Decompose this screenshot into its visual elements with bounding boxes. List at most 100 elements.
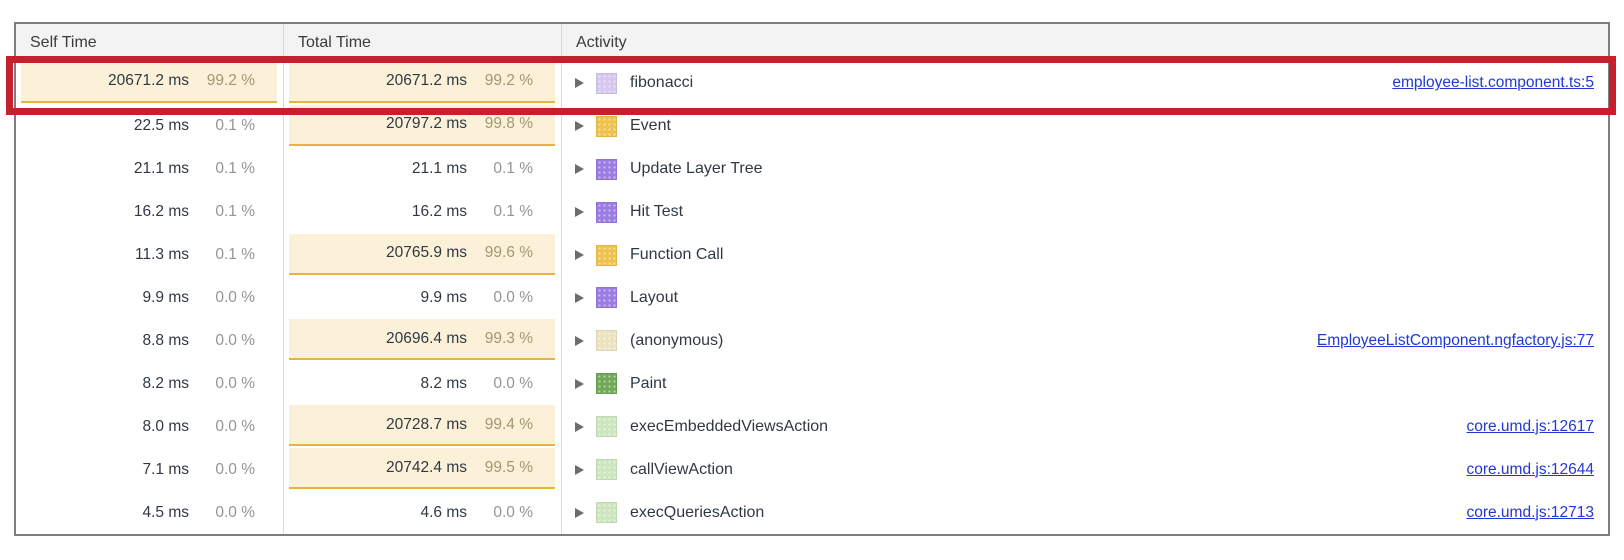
self-time-value: 8.0 ms: [142, 417, 189, 435]
activity-label: Paint: [630, 374, 667, 392]
table-row[interactable]: 20671.2 ms 99.2 % 20671.2 ms 99.2 % fibo…: [16, 62, 1608, 105]
self-time-value: 21.1 ms: [133, 160, 189, 178]
activity-cell: Hit Test: [562, 191, 1608, 234]
self-time-value: 11.3 ms: [135, 246, 189, 264]
column-header-activity[interactable]: Activity: [562, 24, 1608, 61]
table-row[interactable]: 4.5 ms 0.0 % 4.6 ms 0.0 % execQueriesAct…: [16, 491, 1608, 534]
self-time-value: 16.2 ms: [133, 203, 189, 221]
expand-triangle-icon[interactable]: [575, 507, 584, 518]
self-time-cell: 20671.2 ms 99.2 %: [16, 62, 284, 105]
activity-cell: callViewAction core.umd.js:12644: [562, 448, 1608, 491]
total-time-cell: 20671.2 ms 99.2 %: [284, 62, 562, 105]
source-link[interactable]: EmployeeListComponent.ngfactory.js:77: [1316, 331, 1594, 349]
self-time-value: 8.8 ms: [142, 331, 189, 349]
self-time-cellbox: 16.2 ms 0.1 %: [21, 191, 277, 234]
total-time-cell: 20765.9 ms 99.6 %: [284, 233, 562, 277]
self-time-percent: 0.0 %: [215, 417, 255, 435]
table-row[interactable]: 9.9 ms 0.0 % 9.9 ms 0.0 % Layout: [16, 276, 1608, 320]
self-time-cellbox: 11.3 ms 0.1 %: [21, 234, 277, 277]
expand-triangle-icon[interactable]: [575, 164, 584, 175]
total-time-percent: 0.0 %: [493, 374, 533, 392]
column-header-label: Activity: [576, 33, 627, 51]
activity-cell: execEmbeddedViewsAction core.umd.js:1261…: [562, 405, 1608, 448]
source-link[interactable]: core.umd.js:12713: [1466, 503, 1594, 521]
total-time-value: 8.2 ms: [420, 374, 467, 392]
table-row[interactable]: 8.2 ms 0.0 % 8.2 ms 0.0 % Paint: [16, 362, 1608, 406]
activity-cell: Layout: [562, 277, 1608, 320]
self-time-value: 20671.2 ms: [108, 72, 189, 90]
expand-triangle-icon[interactable]: [575, 421, 584, 432]
activity-label: execEmbeddedViewsAction: [630, 417, 829, 435]
total-time-cellbox: 20728.7 ms 99.4 %: [289, 405, 555, 447]
self-time-cellbox: 8.0 ms 0.0 %: [21, 405, 277, 448]
self-time-cell: 22.5 ms 0.1 %: [16, 104, 284, 148]
total-time-cellbox: 20742.4 ms 99.5 %: [289, 448, 555, 490]
total-time-percent: 0.1 %: [493, 160, 533, 178]
self-time-cell: 8.0 ms 0.0 %: [16, 405, 284, 449]
expand-triangle-icon[interactable]: [575, 292, 584, 303]
activity-label: Function Call: [630, 246, 724, 264]
total-time-value: 20742.4 ms: [386, 458, 467, 476]
activity-color-swatch-icon: [596, 330, 617, 352]
column-header-total-time[interactable]: Total Time: [284, 24, 562, 61]
total-time-value: 4.6 ms: [420, 503, 467, 521]
table-row[interactable]: 11.3 ms 0.1 % 20765.9 ms 99.6 % Function…: [16, 233, 1608, 277]
total-time-cell: 9.9 ms 0.0 %: [284, 276, 562, 320]
column-header-label: Self Time: [30, 33, 97, 51]
table-row[interactable]: 22.5 ms 0.1 % 20797.2 ms 99.8 % Event: [16, 104, 1608, 148]
activity-label: fibonacci: [630, 74, 694, 92]
total-time-cellbox: 4.6 ms 0.0 %: [289, 491, 555, 534]
total-time-cellbox: 20696.4 ms 99.3 %: [289, 319, 555, 361]
self-time-percent: 0.1 %: [215, 117, 255, 135]
activity-cell: execQueriesAction core.umd.js:12713: [562, 491, 1608, 534]
total-time-value: 20696.4 ms: [386, 329, 467, 347]
self-time-percent: 0.1 %: [215, 160, 255, 178]
expand-triangle-icon[interactable]: [575, 335, 584, 346]
total-time-percent: 99.4 %: [484, 415, 533, 433]
source-link[interactable]: employee-list.component.ts:5: [1392, 74, 1594, 92]
expand-triangle-icon[interactable]: [575, 378, 584, 389]
total-time-percent: 0.1 %: [493, 203, 533, 221]
activity-color-swatch-icon: [596, 459, 617, 481]
self-time-value: 7.1 ms: [142, 460, 189, 478]
table-row[interactable]: 16.2 ms 0.1 % 16.2 ms 0.1 % Hit Test: [16, 190, 1608, 234]
total-time-percent: 99.5 %: [484, 458, 533, 476]
total-time-cell: 20696.4 ms 99.3 %: [284, 319, 562, 363]
table-row[interactable]: 21.1 ms 0.1 % 21.1 ms 0.1 % Update Layer…: [16, 147, 1608, 191]
self-time-cellbox: 4.5 ms 0.0 %: [21, 491, 277, 534]
total-time-cellbox: 20765.9 ms 99.6 %: [289, 233, 555, 275]
self-time-cell: 16.2 ms 0.1 %: [16, 190, 284, 234]
self-time-cell: 11.3 ms 0.1 %: [16, 233, 284, 277]
table-row[interactable]: 8.0 ms 0.0 % 20728.7 ms 99.4 % execEmbed…: [16, 405, 1608, 449]
expand-triangle-icon[interactable]: [575, 121, 584, 132]
total-time-percent: 99.8 %: [484, 115, 533, 133]
self-time-cellbox: 7.1 ms 0.0 %: [21, 448, 277, 491]
activity-label: execQueriesAction: [630, 503, 765, 521]
self-time-cellbox: 9.9 ms 0.0 %: [21, 277, 277, 320]
expand-triangle-icon[interactable]: [575, 207, 584, 218]
activity-color-swatch-icon: [596, 416, 617, 438]
source-link[interactable]: core.umd.js:12617: [1466, 417, 1594, 435]
expand-triangle-icon[interactable]: [575, 464, 584, 475]
total-time-percent: 99.2 %: [484, 72, 533, 90]
source-link[interactable]: core.umd.js:12644: [1466, 460, 1594, 478]
activity-cell: Update Layer Tree: [562, 148, 1608, 191]
table-row[interactable]: 8.8 ms 0.0 % 20696.4 ms 99.3 % (anonymou…: [16, 319, 1608, 363]
activity-color-swatch-icon: [596, 373, 617, 395]
table-body: 20671.2 ms 99.2 % 20671.2 ms 99.2 % fibo…: [16, 62, 1608, 534]
column-header-self-time[interactable]: Self Time: [16, 24, 284, 61]
self-time-cellbox: 20671.2 ms 99.2 %: [21, 62, 277, 103]
total-time-cellbox: 16.2 ms 0.1 %: [289, 191, 555, 234]
self-time-cellbox: 8.2 ms 0.0 %: [21, 362, 277, 405]
expand-triangle-icon[interactable]: [575, 78, 584, 89]
activity-color-swatch-icon: [596, 502, 617, 524]
self-time-cell: 8.8 ms 0.0 %: [16, 319, 284, 363]
total-time-cellbox: 20797.2 ms 99.8 %: [289, 104, 555, 146]
activity-color-swatch-icon: [596, 158, 617, 180]
table-row[interactable]: 7.1 ms 0.0 % 20742.4 ms 99.5 % callViewA…: [16, 448, 1608, 492]
self-time-cellbox: 22.5 ms 0.1 %: [21, 105, 277, 148]
activity-label: callViewAction: [630, 460, 733, 478]
expand-triangle-icon[interactable]: [575, 250, 584, 261]
self-time-percent: 0.0 %: [215, 503, 255, 521]
activity-color-swatch-icon: [596, 201, 617, 223]
